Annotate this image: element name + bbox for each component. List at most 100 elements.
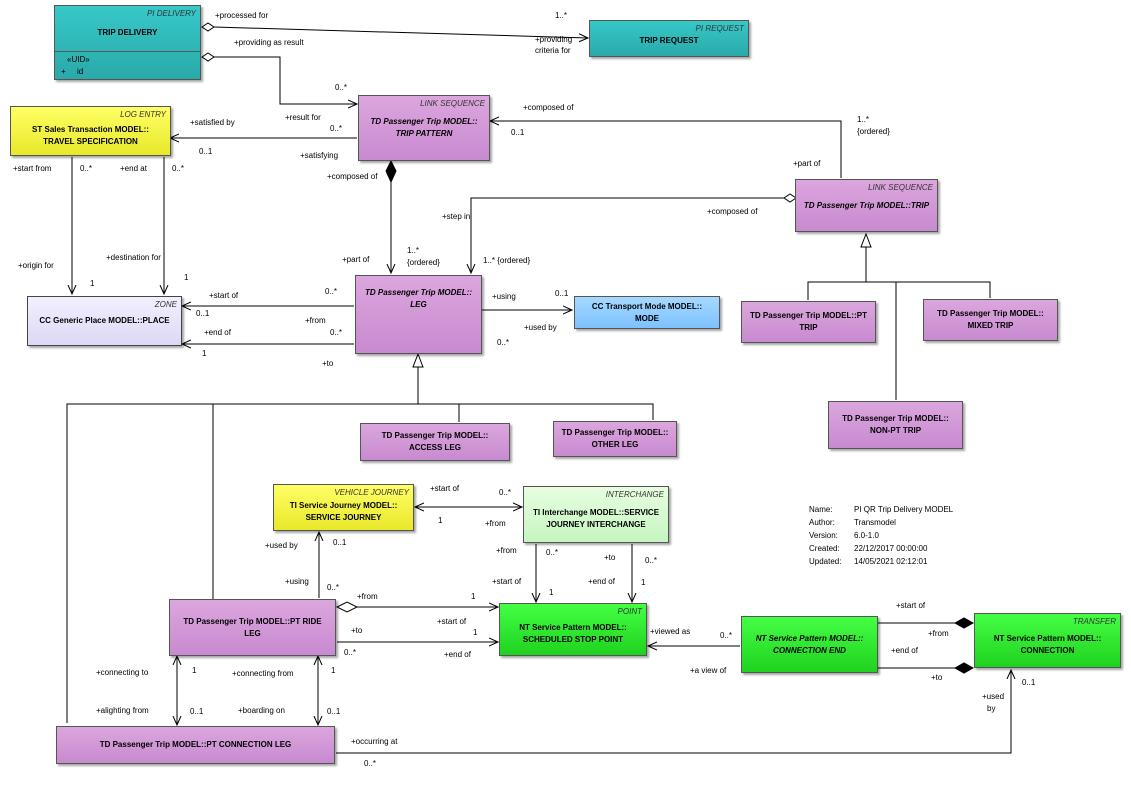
role-label: +a view of <box>690 666 727 675</box>
stereotype: INTERCHANGE <box>605 490 664 499</box>
info-key: Created: <box>809 544 840 553</box>
multiplicity-label: 0..* <box>325 287 338 296</box>
multiplicity-label: 1 <box>549 588 554 597</box>
multiplicity-label: 1..* <box>857 115 870 124</box>
composition-diamond <box>953 617 975 629</box>
multiplicity-label: 0..1 <box>190 707 204 716</box>
diagram-info: Name:PI QR Trip Delivery MODEL Author:Tr… <box>809 503 953 568</box>
role-label: +origin for <box>18 261 54 270</box>
class-mixed-trip[interactable]: TD Passenger Trip MODEL:: MIXED TRIP <box>923 299 1058 341</box>
class-sj-interchange[interactable]: INTERCHANGE TI Interchange MODEL::SERVIC… <box>523 486 669 543</box>
role-label: +composed of <box>523 103 574 112</box>
multiplicity-label: 0..1 <box>555 289 569 298</box>
info-value: Transmodel <box>854 518 896 527</box>
role-label: +occurring at <box>351 737 398 746</box>
class-access-leg[interactable]: TD Passenger Trip MODEL:: ACCESS LEG <box>360 423 510 461</box>
class-name: TI Interchange MODEL::SERVICE JOURNEY IN… <box>532 507 660 529</box>
info-value: 22/12/2017 00:00:00 <box>854 544 928 553</box>
class-name: CC Transport Mode MODEL:: MODE <box>591 301 703 323</box>
attribute-stereotype: «UID» <box>67 55 90 64</box>
role-label: +from <box>496 546 517 555</box>
class-name: TD Passenger Trip MODEL:: NON-PT TRIP <box>842 414 949 435</box>
class-non-pt-trip[interactable]: TD Passenger Trip MODEL:: NON-PT TRIP <box>828 401 963 449</box>
assoc-connleg-connection <box>336 670 1011 754</box>
class-name: TD Passenger Trip MODEL::TRIP <box>803 200 930 210</box>
info-row: Updated: 14/05/2021 02:12:01 <box>809 555 953 568</box>
role-label: +processed for <box>215 11 269 20</box>
stereotype: POINT <box>617 607 642 616</box>
class-pt-connection-leg[interactable]: TD Passenger Trip MODEL::PT CONNECTION L… <box>56 726 335 764</box>
role-label: +start of <box>896 601 926 610</box>
class-leg[interactable]: TD Passenger Trip MODEL:: LEG <box>355 275 482 354</box>
multiplicity-label: 1 <box>641 578 646 587</box>
class-mode[interactable]: CC Transport Mode MODEL:: MODE <box>574 296 720 329</box>
multiplicity-label: 1..* <box>555 11 568 20</box>
class-name: TRIP REQUEST <box>639 36 699 46</box>
info-value: PI QR Trip Delivery MODEL <box>854 505 954 514</box>
info-key: Updated: <box>809 557 842 566</box>
aggregation-diamond <box>783 193 797 203</box>
class-trip[interactable]: LINK SEQUENCE TD Passenger Trip MODEL::T… <box>795 179 938 232</box>
role-label: by <box>987 704 996 713</box>
role-label: +from <box>305 316 326 325</box>
class-trip-delivery[interactable]: PI DELIVERY TRIP DELIVERY «UID» + id <box>54 5 201 80</box>
multiplicity-label: 0..* <box>330 124 343 133</box>
role-label: +using <box>285 577 309 586</box>
multiplicity-label: 1 <box>471 592 476 601</box>
multiplicity-label: 0..1 <box>196 309 210 318</box>
multiplicity-label: 0..* <box>344 648 357 657</box>
info-value: 6.0-1.0 <box>854 531 879 540</box>
constraint-label: {ordered} <box>407 258 440 267</box>
role-label: +start of <box>209 291 239 300</box>
class-name: TD Passenger Trip MODEL:: TRIP PATTERN <box>370 117 478 138</box>
role-label: +viewed as <box>650 627 691 636</box>
multiplicity-label: 1..* {ordered} <box>483 256 531 265</box>
role-label: +from <box>928 629 949 638</box>
role-label: +start of <box>437 617 467 626</box>
role-label: +end of <box>444 650 471 659</box>
multiplicity-label: 0..* <box>80 164 93 173</box>
role-label: +providing as result <box>234 38 304 47</box>
class-name: NT Service Pattern MODEL:: CONNECTION <box>993 633 1102 655</box>
class-scheduled-stop-point[interactable]: POINT NT Service Pattern MODEL:: SCHEDUL… <box>499 603 647 656</box>
info-row: Created: 22/12/2017 00:00:00 <box>809 542 953 555</box>
class-name: NT Service Pattern MODEL:: CONNECTION EN… <box>755 633 864 655</box>
multiplicity-label: 0..1 <box>199 147 213 156</box>
role-label: +connecting to <box>96 668 149 677</box>
class-trip-request[interactable]: PI REQUEST TRIP REQUEST <box>589 20 749 57</box>
role-label: +part of <box>793 159 821 168</box>
class-trip-pattern[interactable]: LINK SEQUENCE TD Passenger Trip MODEL:: … <box>358 95 490 161</box>
class-place[interactable]: ZONE CC Generic Place MODEL::PLACE <box>27 296 182 346</box>
role-label: +start of <box>430 484 460 493</box>
role-label: +satisfied by <box>190 118 235 127</box>
class-other-leg[interactable]: TD Passenger Trip MODEL:: OTHER LEG <box>553 421 677 457</box>
class-travel-specification[interactable]: LOG ENTRY ST Sales Transaction MODEL:: T… <box>10 106 171 156</box>
multiplicity-label: 0..1 <box>327 707 341 716</box>
role-label: +to <box>931 673 943 682</box>
multiplicity-label: 1..* <box>407 246 420 255</box>
role-label: +used by <box>524 323 557 332</box>
role-label: +connecting from <box>232 669 294 678</box>
class-service-journey[interactable]: VEHICLE JOURNEY TI Service Journey MODEL… <box>273 484 414 531</box>
multiplicity-label: 0..* <box>364 759 377 768</box>
class-name: TD Passenger Trip MODEL::PT TRIP <box>750 311 867 332</box>
info-row: Version:6.0-1.0 <box>809 529 953 542</box>
info-value: 14/05/2021 02:12:01 <box>854 557 928 566</box>
class-name: TRIP DELIVERY <box>97 28 158 37</box>
class-pt-trip[interactable]: TD Passenger Trip MODEL::PT TRIP <box>741 301 876 343</box>
multiplicity-label: 0..1 <box>333 538 347 547</box>
multiplicity-label: 0..* <box>497 338 510 347</box>
multiplicity-label: 0..* <box>499 488 512 497</box>
role-label: +step in <box>442 212 471 221</box>
stereotype: ZONE <box>154 300 177 309</box>
assoc-trip-leg <box>471 197 784 273</box>
class-connection[interactable]: TRANSFER NT Service Pattern MODEL:: CONN… <box>974 613 1121 668</box>
role-label: +from <box>485 519 506 528</box>
class-pt-ride-leg[interactable]: TD Passenger Trip MODEL::PT RIDE LEG <box>169 599 336 656</box>
stereotype: LOG ENTRY <box>120 110 166 119</box>
role-label: +using <box>492 292 516 301</box>
class-connection-end[interactable]: NT Service Pattern MODEL:: CONNECTION EN… <box>741 616 878 673</box>
stereotype: PI REQUEST <box>695 24 744 33</box>
multiplicity-label: 0..1 <box>511 128 525 137</box>
aggregation-diamond <box>201 22 215 32</box>
